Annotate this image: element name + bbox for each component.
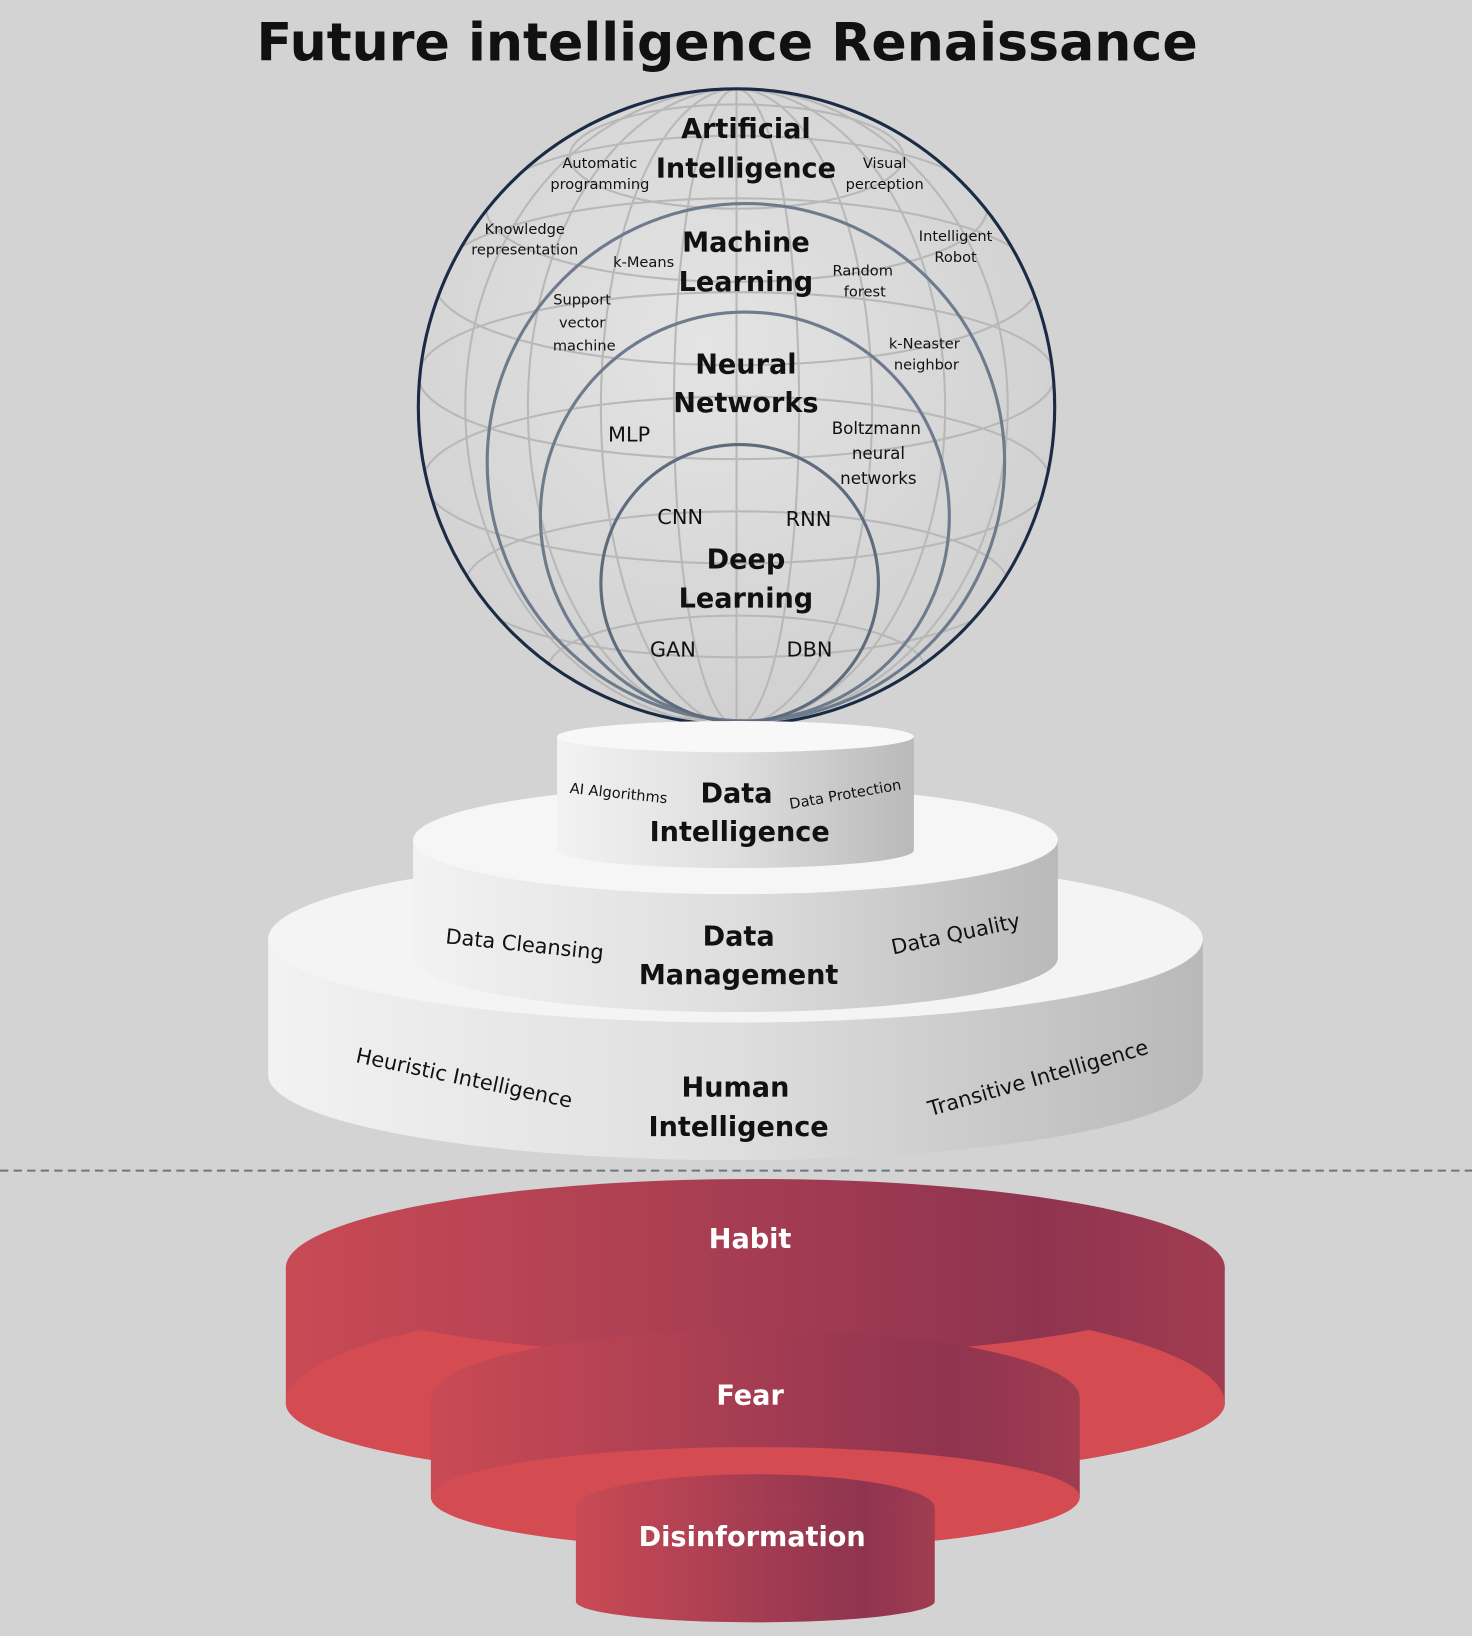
ai-item: perception bbox=[846, 176, 924, 193]
tier-title: Data bbox=[700, 778, 772, 809]
tier-data-intelligence: Data Intelligence AI Algorithms Data Pro… bbox=[557, 720, 914, 869]
dl-item: CNN bbox=[657, 505, 703, 529]
barrier-label: Fear bbox=[716, 1380, 784, 1411]
ai-label-2: Intelligence bbox=[656, 153, 836, 184]
ai-item: Automatic bbox=[562, 155, 637, 172]
dl-item: DBN bbox=[787, 637, 833, 661]
tier-title: Intelligence bbox=[650, 817, 830, 848]
ai-item: Visual bbox=[863, 155, 907, 172]
ai-sphere: Artificial Intelligence Automatic progra… bbox=[416, 87, 1057, 727]
nn-label-2: Networks bbox=[673, 388, 818, 419]
tier-title: Data bbox=[703, 921, 775, 952]
ml-item: Random bbox=[833, 263, 893, 280]
dl-item: GAN bbox=[650, 637, 696, 661]
ml-item: forest bbox=[844, 283, 886, 300]
ai-label-1: Artificial bbox=[681, 114, 811, 145]
ml-label-2: Learning bbox=[679, 267, 814, 298]
ml-item: Support bbox=[553, 292, 611, 309]
ml-item: vector bbox=[559, 315, 605, 332]
ai-item: Robot bbox=[934, 249, 977, 266]
nn-item: neural bbox=[852, 444, 905, 463]
ml-label-1: Machine bbox=[682, 228, 810, 259]
ml-item: neighbor bbox=[894, 356, 959, 373]
page-title: Future intelligence Renaissance bbox=[257, 14, 1198, 74]
dl-label-1: Deep bbox=[707, 545, 786, 576]
barrier-disinformation: Disinformation bbox=[575, 1474, 935, 1623]
ml-item: k-Neaster bbox=[889, 336, 960, 353]
dl-label-2: Learning bbox=[679, 583, 814, 614]
ai-item: programming bbox=[550, 176, 649, 193]
dl-item: RNN bbox=[786, 507, 832, 531]
nn-label-1: Neural bbox=[695, 350, 796, 381]
barrier-label: Disinformation bbox=[639, 1522, 866, 1553]
ml-item: k-Means bbox=[613, 254, 674, 271]
nn-item: MLP bbox=[608, 422, 650, 446]
tier-title: Management bbox=[639, 960, 839, 991]
ai-item: representation bbox=[471, 242, 578, 259]
nn-item: Boltzmann bbox=[832, 419, 921, 438]
ai-item: Knowledge bbox=[485, 221, 565, 238]
barrier-label: Habit bbox=[709, 1224, 792, 1255]
tier-title: Intelligence bbox=[649, 1112, 829, 1143]
ml-item: machine bbox=[553, 338, 616, 355]
tier-title: Human bbox=[682, 1073, 790, 1104]
nn-item: networks bbox=[840, 469, 916, 488]
ai-item: Intelligent bbox=[919, 228, 993, 245]
